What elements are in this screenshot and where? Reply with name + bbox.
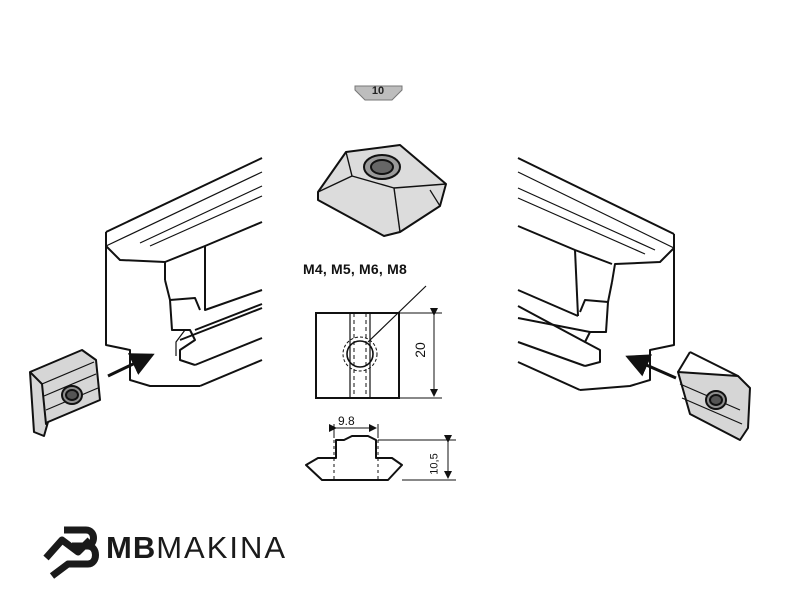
left-insert-arrow (107, 353, 155, 378)
top-view-drawing (315, 285, 442, 399)
brand-name-regular: MAKINA (156, 530, 288, 565)
depth-dimension-label: 10,5 (428, 453, 441, 475)
side-view-drawing (305, 424, 456, 481)
slot-badge-shape (354, 85, 403, 101)
left-aluminum-profile (105, 157, 263, 387)
brand-logo: MB MAKINA (40, 522, 287, 574)
width-dimension-label: 9.8 (338, 414, 355, 428)
brand-name: MB MAKINA (106, 530, 287, 566)
slot-size-badge: 10 (354, 84, 402, 100)
center-tslot-nut-3d (317, 144, 447, 237)
left-tslot-nut (29, 349, 101, 437)
slot-size-text: 10 (371, 85, 385, 97)
brand-logo-spacer (40, 522, 96, 574)
right-aluminum-profile (517, 157, 675, 391)
brand-name-bold: MB (106, 530, 157, 565)
brand-logo-icon (43, 526, 99, 579)
right-insert-arrow (625, 354, 677, 380)
thread-sizes-label: M4, M5, M6, M8 (303, 261, 407, 277)
right-tslot-nut (677, 351, 751, 441)
height-dimension-label: 20 (411, 342, 428, 358)
